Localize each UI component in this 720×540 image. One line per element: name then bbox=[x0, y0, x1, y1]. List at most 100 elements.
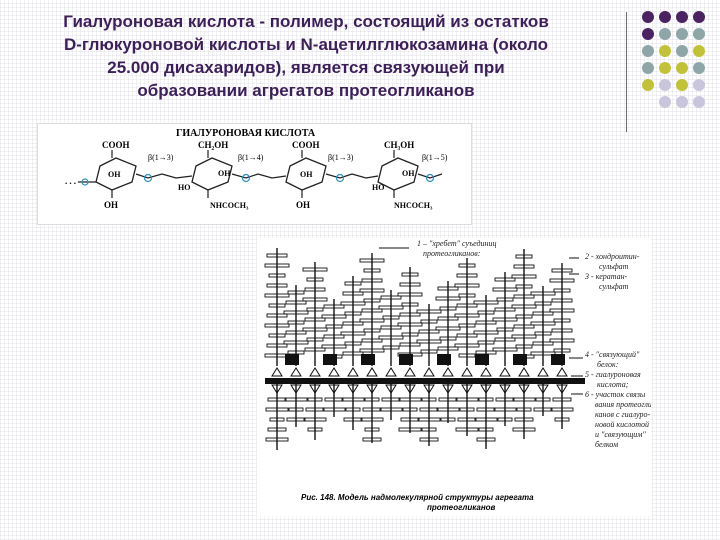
attachment-site bbox=[366, 367, 378, 377]
link-protein-block bbox=[361, 354, 375, 365]
side-chain bbox=[416, 309, 442, 314]
ho-label: HO bbox=[178, 183, 190, 192]
side-chain bbox=[458, 293, 476, 298]
side-chain bbox=[530, 351, 556, 356]
attachment-site bbox=[404, 367, 416, 377]
slide-title: Гиалуроновая кислота - полимер, состоящи… bbox=[8, 10, 604, 102]
side-chain bbox=[399, 282, 421, 287]
oh-label: OH bbox=[296, 200, 310, 210]
side-chain bbox=[378, 335, 404, 340]
linkage-label: β(1→5) bbox=[422, 153, 448, 162]
ch2oh-label: CH₂OH bbox=[198, 140, 228, 150]
side-chain bbox=[269, 417, 285, 422]
side-chain bbox=[307, 397, 323, 402]
cooh-label: COOH bbox=[102, 140, 130, 150]
side-chain bbox=[345, 407, 361, 412]
side-chain bbox=[494, 337, 516, 342]
side-chain bbox=[306, 307, 324, 312]
legend-text: вания протеогли bbox=[595, 400, 651, 409]
attachment-site bbox=[480, 384, 492, 394]
side-chain bbox=[492, 287, 518, 292]
attachment-site bbox=[366, 384, 378, 394]
side-chain bbox=[397, 322, 423, 327]
side-chain bbox=[493, 407, 517, 412]
oh-label: OH bbox=[218, 169, 231, 178]
link-protein-blocks bbox=[285, 354, 565, 365]
side-chain bbox=[303, 417, 327, 422]
side-chain bbox=[268, 303, 286, 308]
oh-label: OH bbox=[108, 170, 121, 179]
decorative-dot-grid bbox=[642, 11, 705, 108]
side-chain bbox=[439, 306, 457, 311]
side-chain bbox=[553, 348, 571, 353]
side-chain bbox=[497, 417, 513, 422]
side-chain bbox=[553, 318, 571, 323]
glycosidic-bonds bbox=[78, 150, 443, 198]
side-chain bbox=[399, 312, 421, 317]
side-chain bbox=[359, 318, 385, 323]
side-chain bbox=[455, 427, 479, 432]
side-chain bbox=[379, 407, 403, 412]
side-chain bbox=[416, 339, 442, 344]
side-chain bbox=[264, 293, 290, 298]
side-chain bbox=[535, 397, 551, 402]
side-chain bbox=[551, 298, 573, 303]
side-chain bbox=[553, 288, 571, 293]
attachment-site bbox=[404, 384, 416, 394]
side-chain bbox=[306, 337, 324, 342]
attachment-site bbox=[442, 384, 454, 394]
side-chain bbox=[287, 320, 305, 325]
side-chain bbox=[515, 254, 533, 259]
side-chain bbox=[457, 417, 477, 422]
side-chain bbox=[359, 348, 385, 353]
proteoglycan-branches bbox=[264, 248, 575, 450]
attachment-site bbox=[423, 367, 435, 377]
side-chain bbox=[494, 307, 516, 312]
side-chain bbox=[402, 407, 418, 412]
side-chain bbox=[549, 278, 575, 283]
side-chain bbox=[549, 308, 575, 313]
attachment-site bbox=[271, 367, 283, 377]
side-chain bbox=[476, 437, 496, 442]
attachment-site bbox=[461, 384, 473, 394]
sugar-ring-4 bbox=[377, 157, 419, 191]
side-chain bbox=[421, 427, 437, 432]
side-chain bbox=[362, 407, 382, 412]
linkage-label: β(1→4) bbox=[238, 153, 264, 162]
side-chain bbox=[496, 297, 514, 302]
side-chain bbox=[550, 407, 574, 412]
attachment-site bbox=[461, 367, 473, 377]
legend-text: сульфат bbox=[599, 282, 629, 291]
link-protein-block bbox=[285, 354, 299, 365]
attachment-site bbox=[385, 367, 397, 377]
side-chain bbox=[492, 317, 518, 322]
side-chain bbox=[361, 338, 383, 343]
side-chain bbox=[454, 283, 480, 288]
sugar-ring-3 bbox=[285, 157, 327, 191]
side-chain bbox=[307, 427, 323, 432]
link-protein-block bbox=[551, 354, 565, 365]
side-chain bbox=[419, 437, 439, 442]
legend-text: белком bbox=[595, 440, 618, 449]
side-chain bbox=[534, 301, 552, 306]
side-chain bbox=[382, 345, 400, 350]
nhcoch3-label: NHCOCH₃ bbox=[394, 201, 433, 210]
side-chain bbox=[268, 333, 286, 338]
legend-text: протеогликанов: bbox=[423, 249, 481, 258]
side-chain bbox=[342, 291, 364, 296]
side-chain bbox=[283, 310, 309, 315]
side-chain bbox=[344, 341, 362, 346]
legend-text: 6 - участок связы bbox=[585, 390, 646, 399]
attachment-site bbox=[271, 384, 283, 394]
side-chain bbox=[516, 407, 532, 412]
side-chain bbox=[515, 284, 533, 289]
side-chain bbox=[340, 301, 366, 306]
hyaluronic-acid-strand bbox=[265, 378, 585, 384]
link-protein-block bbox=[399, 354, 413, 365]
side-chain bbox=[454, 313, 480, 318]
side-chain bbox=[436, 407, 460, 412]
legend-text: и "связующим" bbox=[595, 430, 646, 439]
side-chain bbox=[477, 310, 495, 315]
attachment-site bbox=[537, 384, 549, 394]
legend-text: 5 - гиалуроновая bbox=[585, 370, 641, 379]
